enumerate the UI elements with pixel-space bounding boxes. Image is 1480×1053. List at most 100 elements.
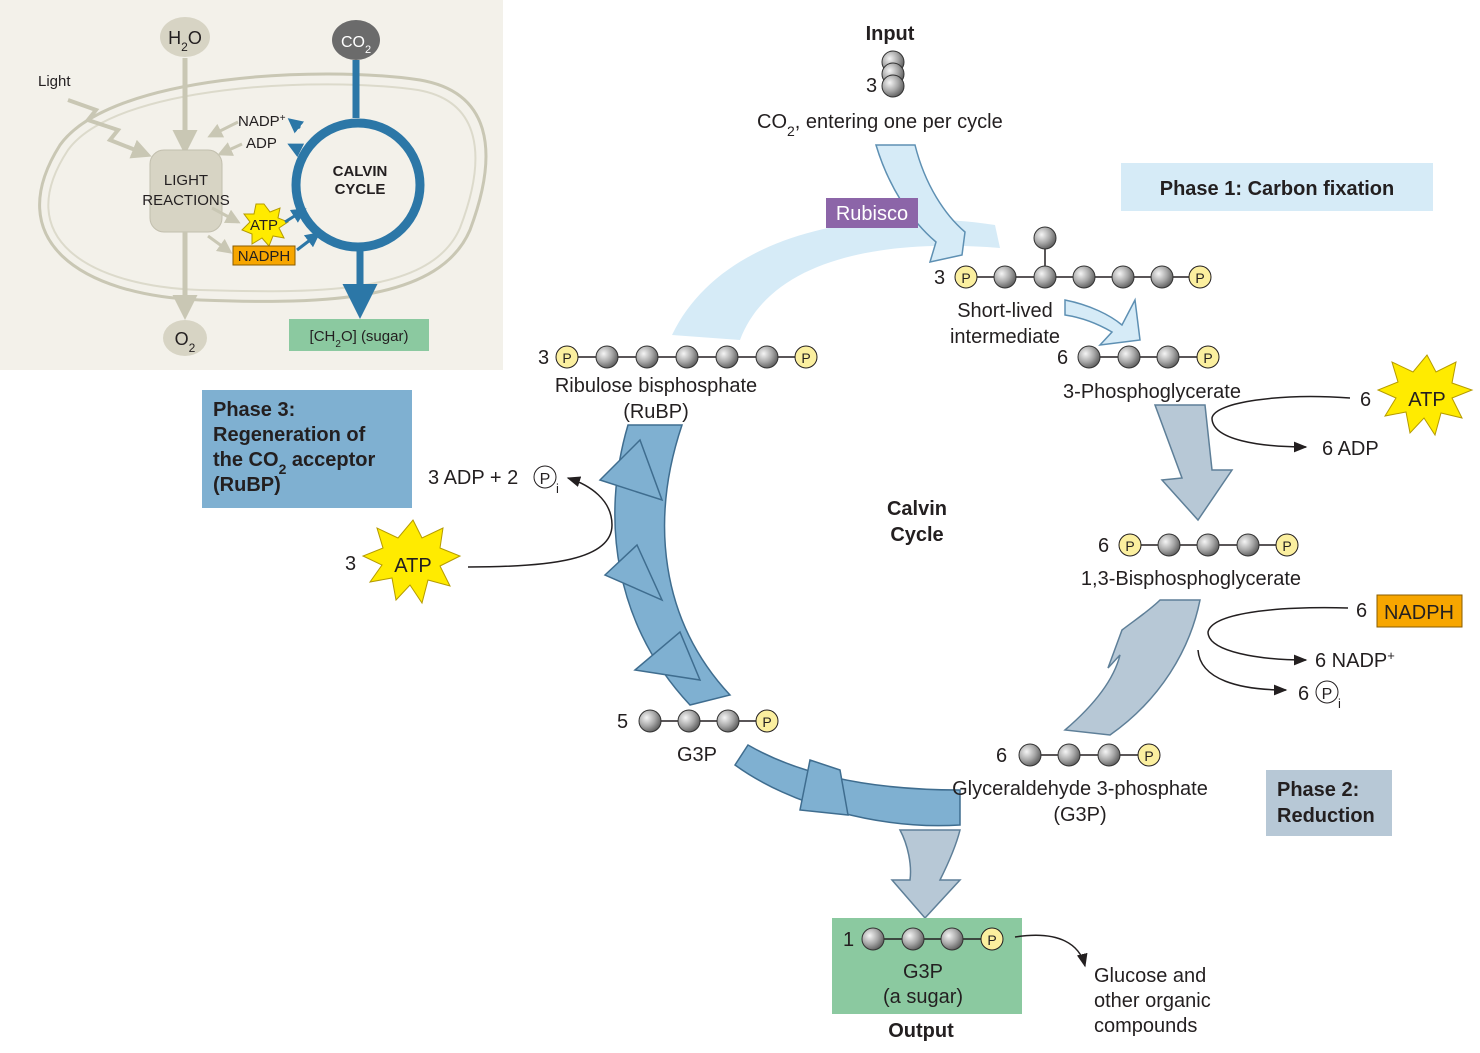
regeneration-arrow <box>614 424 732 706</box>
intermediate-label-2: intermediate <box>950 326 1060 348</box>
svg-text:NADPH: NADPH <box>238 248 291 265</box>
svg-text:i: i <box>1338 696 1341 711</box>
regen-pi-symbol <box>533 465 557 489</box>
atp-star-left <box>361 519 462 605</box>
svg-text:ATP: ATP <box>250 217 278 234</box>
output-title: Output <box>888 1020 954 1042</box>
pi-out-count: 6 <box>1298 683 1309 705</box>
rubp-label-2: (RuBP) <box>623 401 689 423</box>
center-label-1: Calvin <box>887 498 947 520</box>
svg-text:P: P <box>961 270 970 286</box>
svg-text:P: P <box>762 714 771 730</box>
pga-label: 3-Phosphoglycerate <box>1063 381 1241 403</box>
h2o-node <box>160 17 210 57</box>
svg-text:P: P <box>987 932 996 948</box>
svg-text:P: P <box>1125 538 1134 554</box>
phase3-box <box>202 390 412 508</box>
svg-text:Regeneration of: Regeneration of <box>213 424 366 446</box>
co2-label: CO2 <box>341 34 371 56</box>
svg-text:CYCLE: CYCLE <box>335 181 386 198</box>
glucose-label-1: Glucose and <box>1094 965 1206 987</box>
atp3-count: 3 <box>345 553 356 575</box>
o2-node <box>163 320 207 356</box>
rubisco-label: Rubisco <box>836 203 908 225</box>
svg-text:P: P <box>1195 270 1204 286</box>
phase2-box <box>1266 770 1392 836</box>
input-arrow <box>874 144 966 264</box>
rubp-label-1: Ribulose bisphosphate <box>555 375 757 397</box>
adp-out-label: 6 ADP <box>1322 438 1379 460</box>
svg-text:5: 5 <box>617 711 628 733</box>
glucose-label-3: compounds <box>1094 1015 1197 1037</box>
inset-background <box>0 0 503 370</box>
svg-text:3: 3 <box>934 267 945 289</box>
g3p6-molecule: 6 P <box>996 743 1161 767</box>
svg-text:6: 6 <box>1098 535 1109 557</box>
svg-text:P: P <box>562 350 571 366</box>
output-label-2: (a sugar) <box>883 986 963 1008</box>
svg-text:REACTIONS: REACTIONS <box>142 192 230 209</box>
svg-text:P: P <box>540 471 551 488</box>
glucose-label-2: other organic <box>1094 990 1211 1012</box>
nadph-in-count: 6 <box>1356 600 1367 622</box>
recycle-arrow-bottom <box>733 743 961 827</box>
pga-molecule: 6 P <box>1057 345 1220 369</box>
svg-text:ATP: ATP <box>1408 389 1445 411</box>
svg-text:LIGHT: LIGHT <box>164 172 208 189</box>
svg-text:(RuBP): (RuBP) <box>213 474 281 496</box>
phase1-arrow-band <box>672 219 1000 340</box>
atp-star-right <box>1376 354 1474 437</box>
sugar-inset-label: [CH2O] (sugar) <box>310 328 409 350</box>
svg-text:P: P <box>1203 350 1212 366</box>
input-count: 3 <box>866 75 877 97</box>
bpg-molecule: 6 P P <box>1098 533 1299 557</box>
inset-overview: H2O Light LIGHT REACTIONS O2 CO2 CALVIN … <box>0 0 503 370</box>
g3p6-label-1: Glyceraldehyde 3-phosphate <box>952 778 1208 800</box>
svg-text:NADPH: NADPH <box>1384 602 1454 624</box>
light-arrow <box>67 98 152 159</box>
svg-text:P: P <box>1322 686 1333 703</box>
svg-text:P: P <box>1282 538 1291 554</box>
regen-out-label: 3 ADP + 2 <box>428 467 518 489</box>
g3p6-label-2: (G3P) <box>1053 804 1106 826</box>
bpg-label: 1,3-Bisphosphoglycerate <box>1081 568 1301 590</box>
nadp-inset-label: NADP+ <box>238 113 286 131</box>
svg-text:Phase 2:: Phase 2: <box>1277 779 1359 801</box>
svg-text:CALVIN: CALVIN <box>333 163 388 180</box>
co2-molecule-stack <box>881 74 905 98</box>
light-reactions-stack <box>149 149 223 233</box>
svg-text:P: P <box>801 350 810 366</box>
light-label: Light <box>38 73 71 90</box>
svg-text:Reduction: Reduction <box>1277 805 1375 827</box>
rubisco-box <box>826 198 918 228</box>
center-label-2: Cycle <box>890 524 943 546</box>
g3p5-molecule: 5 P <box>617 709 779 733</box>
svg-text:6: 6 <box>1057 347 1068 369</box>
input-title: Input <box>866 23 915 45</box>
sugar-inset-box <box>289 319 429 351</box>
svg-text:6: 6 <box>996 745 1007 767</box>
g3p5-label: G3P <box>677 744 717 766</box>
chloroplast-outline <box>38 72 488 303</box>
svg-text:P: P <box>1144 748 1153 764</box>
intermediate-arrow <box>1064 297 1141 346</box>
svg-text:1: 1 <box>843 929 854 951</box>
svg-text:ATP: ATP <box>394 555 431 577</box>
output-molecule: 1 P <box>843 927 1004 951</box>
reduction-arrow-2 <box>1063 599 1201 736</box>
rubp-molecule: 3 P P <box>538 345 818 369</box>
svg-text:3: 3 <box>538 347 549 369</box>
pi-out-symbol <box>1315 680 1339 704</box>
nadph-inset-box <box>232 245 296 266</box>
input-label: CO2, entering one per cycle <box>757 111 1003 139</box>
svg-text:Phase 3:: Phase 3: <box>213 399 295 421</box>
phase1-label: Phase 1: Carbon fixation <box>1160 178 1395 200</box>
co2-node <box>332 20 380 60</box>
intermediate-molecule: 3 P P <box>934 226 1212 289</box>
nadph-box <box>1376 594 1463 628</box>
intermediate-label-1: Short-lived <box>957 300 1053 322</box>
reduction-arrow-1 <box>1153 404 1234 522</box>
output-arrow <box>890 829 962 920</box>
